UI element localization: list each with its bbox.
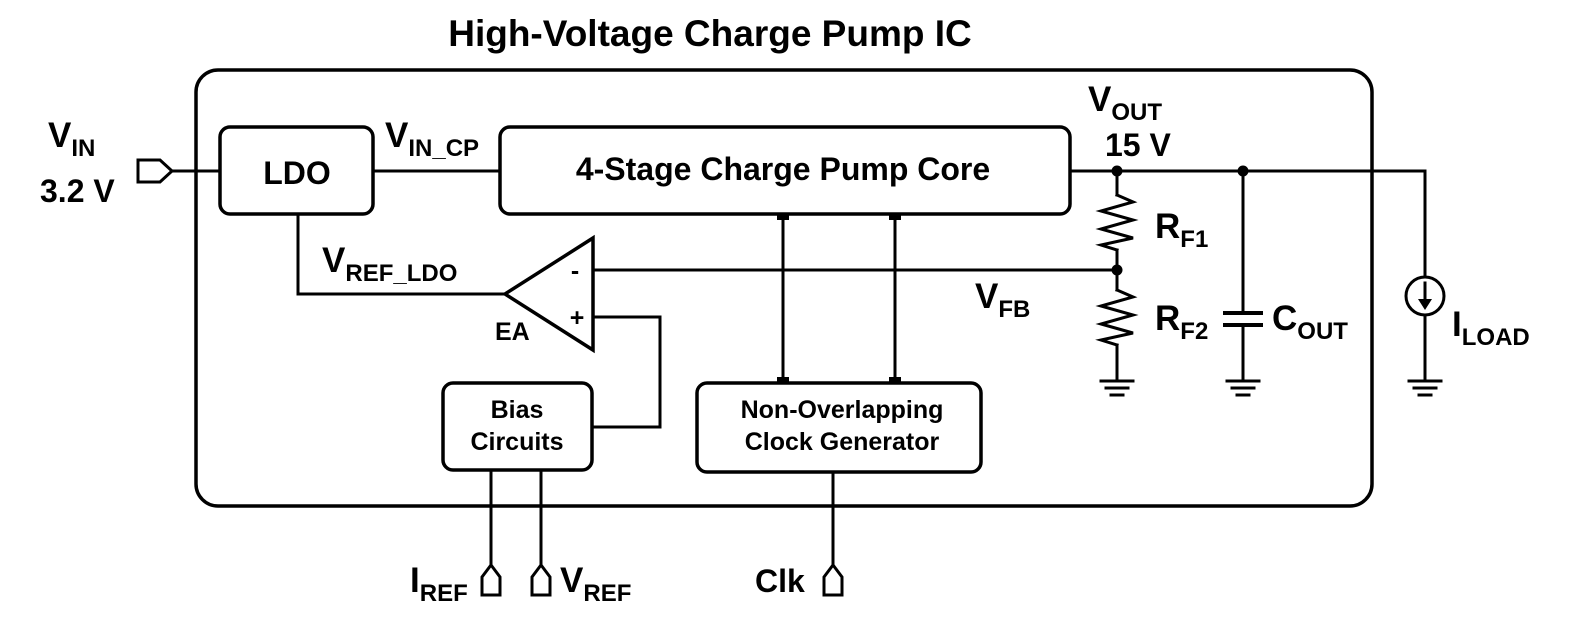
charge-pump-box bbox=[498, 125, 1072, 216]
clock-generator-block: Non-Overlapping Clock Generator bbox=[695, 381, 983, 474]
ea-label: EA bbox=[495, 318, 530, 346]
error-amplifier: - + EA bbox=[495, 234, 595, 354]
cout-label: COUT bbox=[1272, 299, 1348, 345]
error-amplifier-triangle bbox=[501, 234, 595, 354]
clock-label-line1: Non-Overlapping bbox=[741, 396, 944, 424]
vout-label: VOUT bbox=[1088, 80, 1162, 126]
ea-minus-sign: - bbox=[571, 257, 579, 285]
clock-generator-box bbox=[695, 381, 983, 474]
ground-icon-cout bbox=[1225, 379, 1261, 397]
vin-value: 3.2 V bbox=[40, 173, 115, 209]
rf1-label: RF1 bbox=[1155, 207, 1208, 253]
ldo-box bbox=[218, 125, 375, 216]
clock-label-line2: Clock Generator bbox=[745, 428, 940, 456]
bias-label-line2: Circuits bbox=[470, 428, 563, 456]
vref-ldo-label: VREF_LDO bbox=[322, 241, 457, 287]
junction-vout-rf bbox=[1111, 165, 1123, 177]
wire-vref-ldo bbox=[296, 212, 507, 296]
bias-block: Bias Circuits bbox=[441, 381, 594, 472]
diagram-title: High-Voltage Charge Pump IC bbox=[448, 13, 972, 54]
vin-cp-label: VIN_CP bbox=[385, 116, 479, 162]
ground-icon-rf bbox=[1099, 379, 1135, 397]
ea-plus-sign: + bbox=[570, 304, 585, 332]
vin-label: VIN bbox=[48, 116, 95, 162]
junction-vfb bbox=[1111, 264, 1123, 276]
charge-pump-label: 4-Stage Charge Pump Core bbox=[576, 151, 990, 187]
vref-pin-icon bbox=[530, 562, 552, 597]
vin-pin-icon bbox=[136, 158, 175, 184]
rf2-resistor-icon bbox=[1095, 288, 1139, 347]
vout-value: 15 V bbox=[1105, 127, 1171, 163]
junction-vout-cout bbox=[1237, 165, 1249, 177]
bias-label-line1: Bias bbox=[491, 396, 544, 424]
rf1-resistor-icon bbox=[1095, 193, 1139, 252]
charge-pump-block: 4-Stage Charge Pump Core bbox=[498, 125, 1072, 216]
rf2-label: RF2 bbox=[1155, 299, 1208, 345]
ic-boundary bbox=[194, 68, 1374, 508]
wire-ea-plus-bias bbox=[590, 315, 662, 429]
ground-icon-iload bbox=[1407, 379, 1443, 397]
iref-pin-icon bbox=[480, 562, 502, 597]
bias-box bbox=[441, 381, 594, 472]
vfb-label: VFB bbox=[975, 277, 1030, 323]
iref-label: IREF bbox=[410, 561, 468, 607]
clk-label: Clk bbox=[755, 563, 805, 599]
iload-current-source-icon bbox=[1404, 275, 1446, 317]
clk-pin-icon bbox=[822, 562, 844, 597]
iload-label: ILOAD bbox=[1452, 305, 1530, 351]
ldo-block: LDO bbox=[218, 125, 375, 216]
ldo-label: LDO bbox=[263, 155, 331, 191]
vref-label: VREF bbox=[560, 561, 631, 607]
